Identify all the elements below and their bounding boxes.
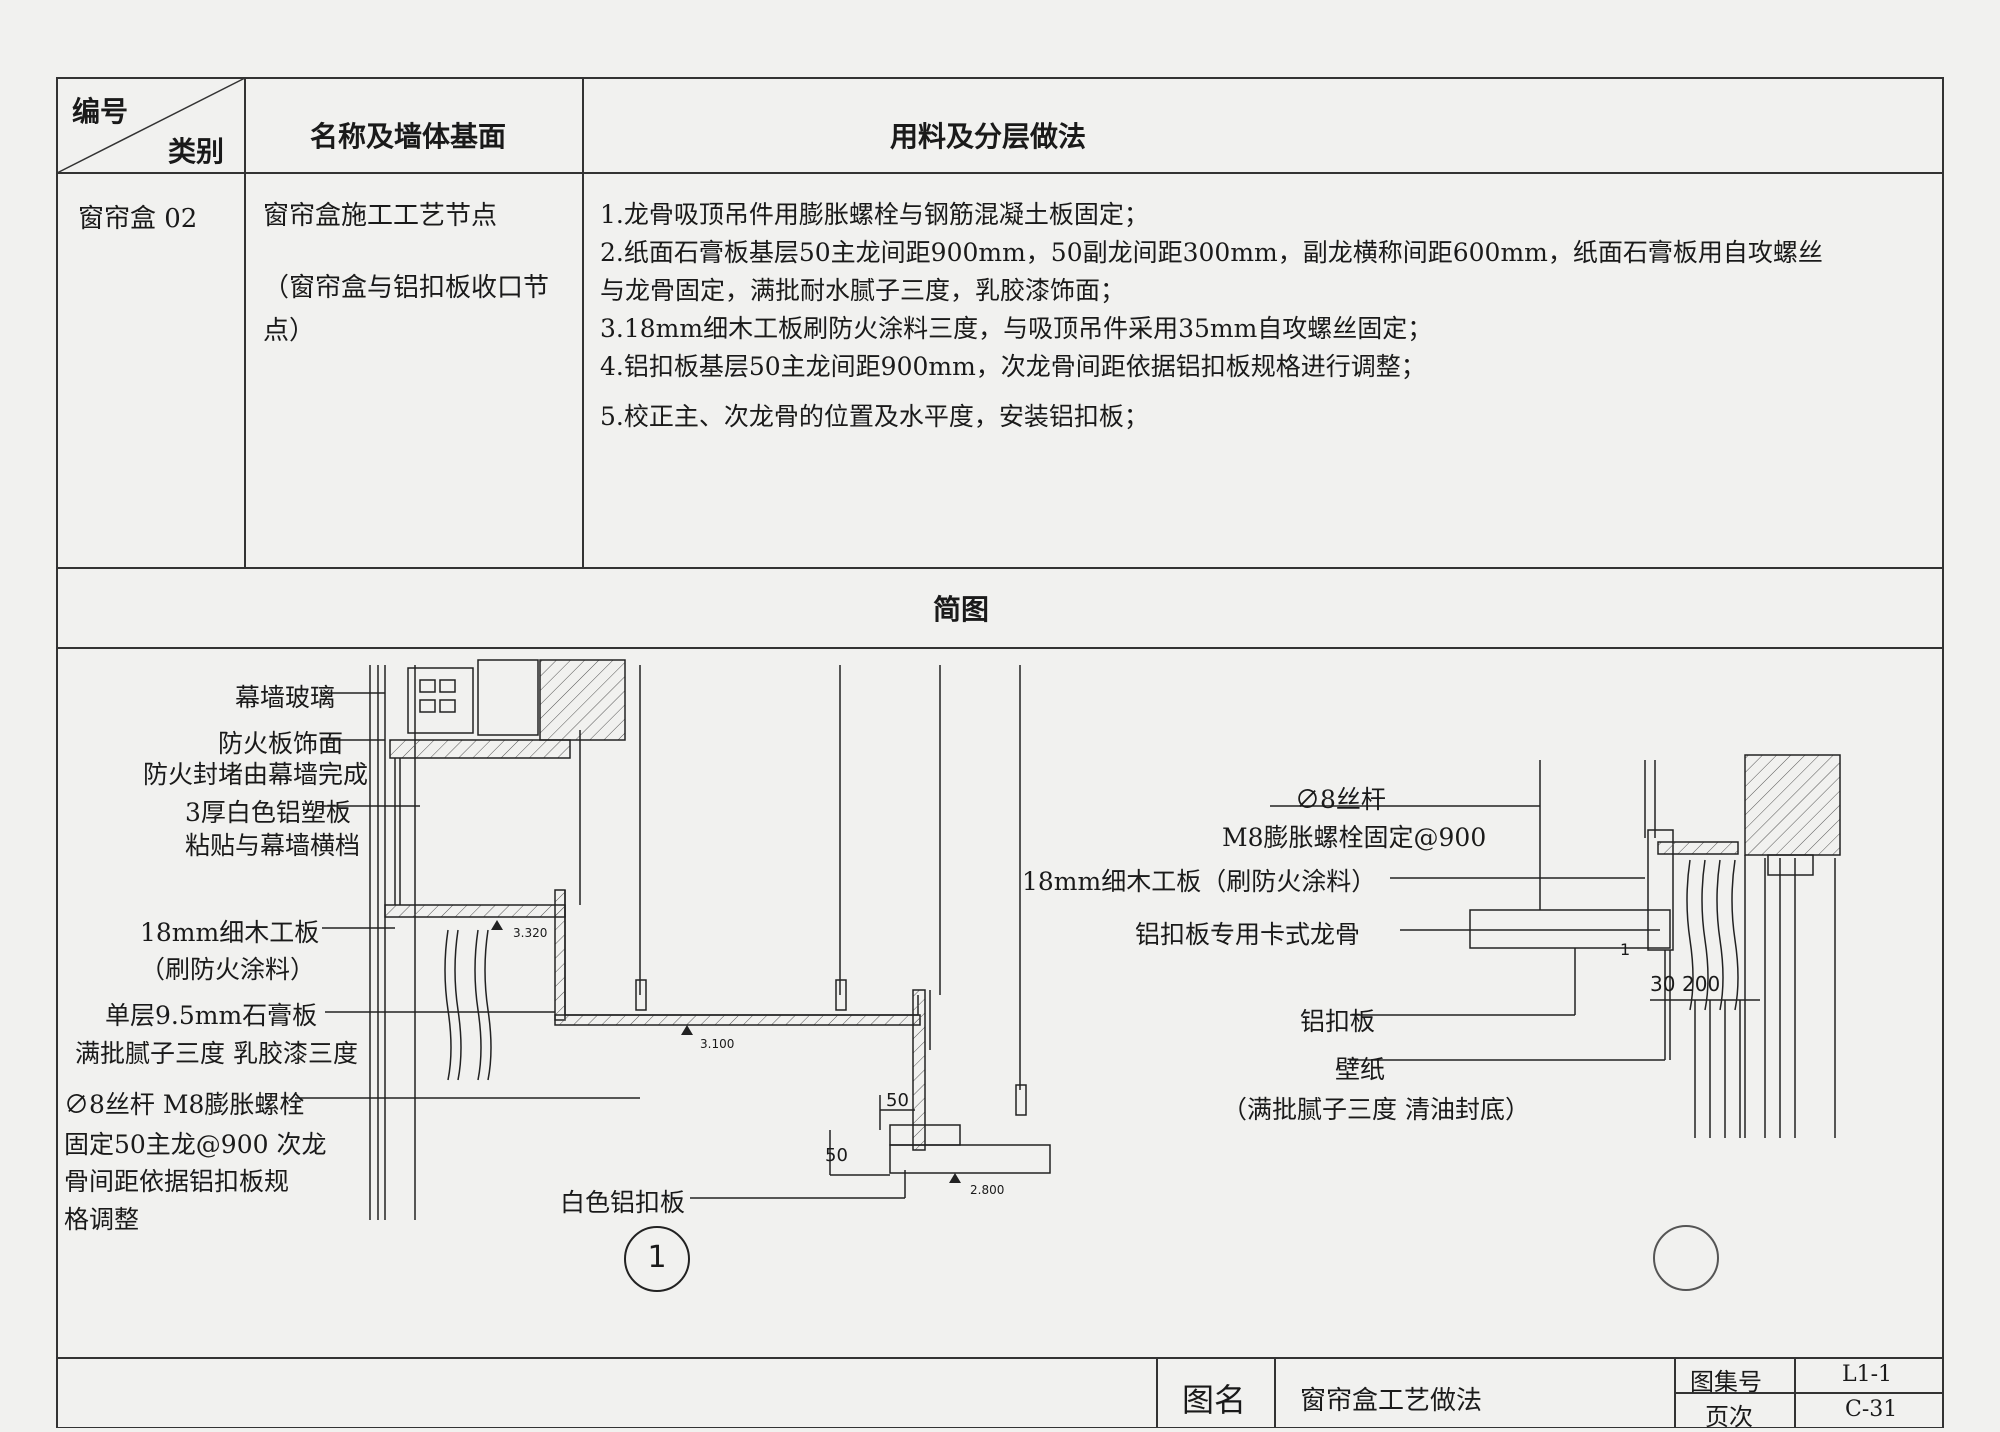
d1-label-white-panel: 白色铝扣板: [560, 1188, 686, 1217]
d1-elevation-2: 3.100: [700, 1037, 735, 1051]
header-name: 名称及墙体基面: [310, 120, 507, 153]
d1-label-putty-paint: 满批腻子三度 乳胶漆三度: [75, 1039, 358, 1068]
header-method: 用料及分层做法: [890, 120, 1087, 153]
row-name-line3: 点）: [263, 316, 316, 346]
d2-label-plywood: 18mm细木工板（刷防火涂料）: [1022, 867, 1377, 896]
d1-label-bonded-transom: 粘贴与幕墙横档: [185, 831, 361, 860]
row-name-line2: （窗帘盒与铝扣板收口节: [263, 273, 550, 303]
title-atlas-no-label: 图集号: [1690, 1368, 1762, 1396]
method-step-1: 1.龙骨吸顶吊件用膨胀螺栓与钢筋混凝土板固定；: [600, 200, 1149, 229]
d2-label-rod: ∅8丝杆: [1295, 785, 1386, 814]
method-step-2b: 与龙骨固定，满批耐水腻子三度，乳胶漆饰面；: [600, 276, 1126, 305]
d1-label-fireproof-finish: 防火板饰面: [218, 729, 344, 758]
method-step-5: 5.校正主、次龙骨的位置及水平度，安装铝扣板；: [600, 402, 1149, 431]
title-page-no: C-31: [1845, 1397, 1898, 1422]
d1-dim-1: 50: [886, 1090, 909, 1111]
d2-dim-200: 200: [1682, 972, 1721, 996]
header-code: 编号: [72, 95, 129, 128]
title-page-label: 页次: [1705, 1403, 1753, 1431]
title-atlas-no: L1-1: [1842, 1362, 1893, 1387]
d2-dim-30: 30: [1650, 972, 1676, 996]
d1-label-fire-seal: 防火封堵由幕墙完成: [143, 760, 369, 789]
d1-label-fire-coating: （刷防火涂料）: [140, 955, 316, 984]
detail-number-1: 1: [624, 1226, 690, 1292]
d1-label-rod: ∅8丝杆 M8膨胀螺栓: [64, 1090, 305, 1119]
d1-label-sub-keel: 骨间距依据铝扣板规: [64, 1167, 290, 1196]
row-code: 窗帘盒 02: [78, 204, 198, 234]
d2-label-clip-keel: 铝扣板专用卡式龙骨: [1135, 920, 1361, 949]
row-name-line1: 窗帘盒施工工艺节点: [263, 201, 498, 231]
d1-dim-2: 50: [825, 1145, 848, 1166]
header-category: 类别: [168, 135, 225, 168]
d1-elevation-3: 2.800: [970, 1183, 1005, 1197]
method-step-3: 3.18mm细木工板刷防火涂料三度，与吸顶吊件采用35mm自攻螺丝固定；: [600, 314, 1433, 343]
d2-label-aluminum-panel: 铝扣板: [1300, 1007, 1376, 1036]
d1-label-curtain-wall-glass: 幕墙玻璃: [235, 683, 336, 712]
detail-number-2: [1653, 1225, 1719, 1291]
d2-dim-1: 1: [1620, 940, 1631, 959]
method-step-2a: 2.纸面石膏板基层50主龙间距900mm，50副龙间距300mm，副龙横称间距6…: [600, 238, 1823, 267]
title-drawing-name: 窗帘盒工艺做法: [1300, 1386, 1483, 1416]
title-drawing-name-label: 图名: [1182, 1381, 1247, 1419]
d2-label-wallpaper: 壁纸: [1335, 1055, 1386, 1084]
d1-label-adjust: 格调整: [64, 1205, 140, 1234]
d1-label-plywood: 18mm细木工板: [140, 918, 320, 947]
d1-elevation-1: 3.320: [513, 926, 548, 940]
d1-label-gypsum: 单层9.5mm石膏板: [105, 1001, 318, 1030]
d2-label-bolt: M8膨胀螺栓固定@900: [1222, 823, 1487, 852]
method-step-4: 4.铝扣板基层50主龙间距900mm，次龙骨间距依据铝扣板规格进行调整；: [600, 352, 1426, 381]
d1-label-aluminum-plastic: 3厚白色铝塑板: [185, 798, 351, 827]
diagram-title: 简图: [933, 593, 990, 626]
d1-label-main-keel: 固定50主龙@900 次龙: [64, 1130, 327, 1159]
d2-label-putty-seal: （满批腻子三度 清油封底）: [1222, 1095, 1530, 1124]
